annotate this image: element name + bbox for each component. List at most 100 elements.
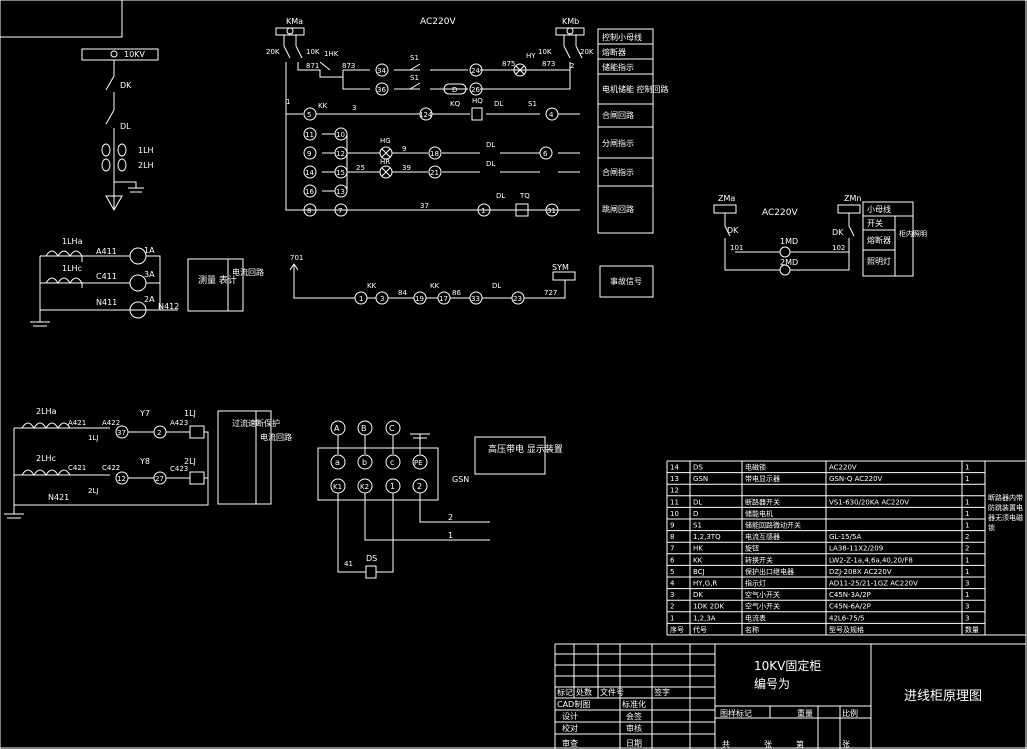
bom-header-cell: 型号及规格	[829, 625, 864, 634]
svg-text:27: 27	[155, 475, 164, 483]
svg-text:19: 19	[415, 295, 424, 303]
svg-text:N411: N411	[96, 298, 117, 307]
svg-text:HG: HG	[380, 137, 391, 145]
bom-remark: 断路器内带	[988, 493, 1023, 502]
bom-cell: LA38-11X2/209	[829, 545, 883, 553]
svg-text:HQ: HQ	[472, 97, 483, 105]
bom-cell: 3	[965, 603, 969, 611]
drawing-title: 进线柜原理图	[904, 689, 982, 704]
label-close-circuit: 合闸回路	[602, 110, 634, 120]
svg-text:SYM: SYM	[552, 263, 569, 272]
bom-cell: 带电显示器	[745, 474, 780, 483]
svg-text:3: 3	[380, 295, 384, 303]
lighting-circuit: ZMa ZMn AC220V DK DK 101 102 1MD 2MD 小母线…	[713, 194, 927, 277]
svg-text:17: 17	[439, 295, 448, 303]
svg-text:柜内照明: 柜内照明	[899, 229, 927, 238]
label-close-indicator: 合闸指示	[602, 167, 634, 177]
bom-cell: AD11-25/21-1GZ AC220V	[829, 580, 918, 588]
svg-text:10: 10	[336, 131, 345, 139]
svg-text:第: 第	[796, 739, 804, 749]
bom-cell: 指示灯	[745, 579, 766, 588]
bom-cell: DS	[693, 464, 703, 472]
svg-text:C421: C421	[68, 464, 86, 472]
bom-cell: GL-15/5A	[829, 533, 861, 541]
svg-text:过流速断保护: 过流速断保护	[232, 418, 280, 428]
svg-text:727: 727	[544, 289, 557, 297]
bom-cell: 1,2,3TQ	[693, 533, 721, 541]
svg-text:1A: 1A	[144, 246, 155, 255]
svg-text:18: 18	[430, 150, 439, 158]
bom-cell: GSN	[693, 475, 708, 483]
label-storage-indicator: 储能指示	[602, 62, 634, 72]
svg-text:电流回路: 电流回路	[260, 432, 292, 442]
svg-text:12: 12	[336, 150, 345, 158]
svg-text:16: 16	[305, 188, 314, 196]
bom-cell: DZJ-208X AC220V	[829, 568, 892, 576]
svg-text:A421: A421	[68, 419, 86, 427]
bom-cell: GSN-Q AC220V	[829, 475, 883, 483]
svg-text:6: 6	[543, 150, 548, 158]
svg-text:开关: 开关	[867, 218, 883, 228]
bom-cell: 11	[670, 498, 679, 506]
svg-text:D: D	[452, 86, 457, 94]
svg-text:2LHa: 2LHa	[36, 407, 57, 416]
svg-text:10K: 10K	[538, 48, 552, 56]
svg-text:23: 23	[513, 295, 522, 303]
svg-text:KK: KK	[430, 282, 440, 290]
svg-text:37: 37	[420, 202, 429, 210]
svg-text:86: 86	[452, 289, 461, 297]
svg-text:N412: N412	[158, 302, 179, 311]
svg-text:1LHa: 1LHa	[62, 237, 83, 246]
svg-text:文件号: 文件号	[600, 687, 624, 697]
primary-one-line: 10KV DK DL 1LH 2LH	[81, 48, 159, 212]
svg-text:871: 871	[306, 62, 319, 70]
control-label-table: 控制小母线 熔断器 储能指示 电机储能 控制回路 合闸回路 分闸指示 合闸指示 …	[597, 28, 669, 234]
bom-cell: 14	[670, 464, 679, 472]
svg-text:ZMa: ZMa	[718, 194, 735, 203]
svg-text:34: 34	[377, 67, 386, 75]
svg-text:4: 4	[549, 111, 554, 119]
bom-cell: S1	[693, 522, 702, 530]
svg-text:2LJ: 2LJ	[184, 457, 196, 466]
bom-cell: 1	[965, 498, 969, 506]
svg-text:2: 2	[570, 62, 574, 70]
svg-text:873: 873	[342, 62, 355, 70]
svg-text:日期: 日期	[626, 739, 642, 748]
bom-cell: C45N-3A/2P	[829, 591, 871, 599]
svg-text:1LH: 1LH	[138, 146, 154, 155]
svg-text:DS: DS	[366, 554, 377, 563]
bom-cell: 1	[965, 475, 969, 483]
signal-circuit: 701 1 KK 3 84 19 KK 17 86 33 DL 23 727 S…	[289, 254, 654, 305]
svg-text:2LHc: 2LHc	[36, 454, 56, 463]
svg-text:张: 张	[764, 740, 772, 749]
svg-text:14: 14	[305, 169, 314, 177]
svg-text:9: 9	[307, 150, 311, 158]
svg-text:校对: 校对	[562, 723, 578, 733]
bom-cell: 1	[965, 556, 969, 564]
svg-text:41: 41	[344, 560, 353, 568]
svg-text:HR: HR	[380, 158, 390, 166]
label-trip-circuit: 跳闸回路	[602, 204, 634, 214]
control-circuit: KMa AC220V KMb 20K 10K 10K 20K 1HK 871 8…	[266, 17, 594, 217]
svg-text:20K: 20K	[580, 48, 594, 56]
svg-text:37: 37	[117, 429, 126, 437]
svg-text:701: 701	[290, 254, 303, 262]
svg-text:C422: C422	[102, 464, 120, 472]
svg-text:2A: 2A	[144, 295, 155, 304]
bom-cell: 4	[670, 580, 675, 588]
svg-text:审核: 审核	[626, 723, 642, 733]
label-ac220v: AC220V	[420, 17, 456, 27]
svg-text:HY: HY	[526, 52, 536, 60]
label-10kv: 10KV	[124, 50, 145, 59]
meter-circuit: 1LHa 1LHc A411 C411 N411 N412 1A 3A 2A 测…	[30, 237, 264, 327]
svg-text:2: 2	[417, 482, 422, 491]
svg-text:2: 2	[448, 513, 453, 522]
svg-text:9: 9	[402, 145, 406, 153]
bom-cell: 6	[670, 556, 675, 564]
svg-text:20K: 20K	[266, 48, 280, 56]
svg-text:KQ: KQ	[450, 100, 461, 108]
bom-cell: VS1-630/20KA AC220V	[829, 498, 909, 506]
svg-text:K2: K2	[360, 483, 369, 491]
